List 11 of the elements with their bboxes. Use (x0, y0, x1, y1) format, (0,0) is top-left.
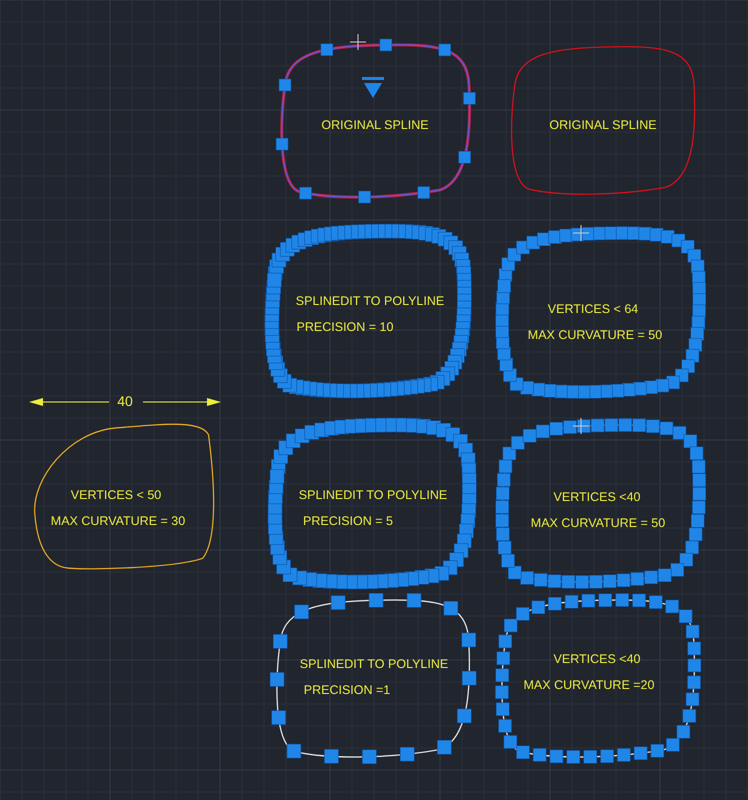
shape-label: MAX CURVATURE = 30 (50, 514, 186, 528)
dimension-label: 40 (117, 393, 133, 409)
shape-heading: VERTICES < 50 (70, 488, 162, 502)
shape-label: ORIGINAL SPLINE (549, 118, 657, 132)
shape-label: MAX CURVATURE = 50 (530, 516, 666, 530)
shape-heading: VERTICES <40 (554, 490, 640, 504)
shape-label: PRECISION =1 (304, 683, 390, 697)
shape-label: MAX CURVATURE =20 (524, 678, 654, 692)
shape-label: ORIGINAL SPLINE (321, 118, 429, 132)
shape-heading: SPLINEDIT TO POLYLINE (300, 657, 448, 671)
shape-heading: VERTICES <40 (554, 652, 640, 666)
